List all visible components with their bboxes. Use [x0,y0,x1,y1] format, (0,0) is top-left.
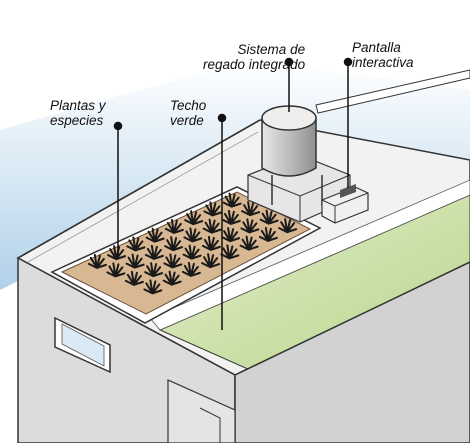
plant-icon [184,210,204,226]
plant-icon [87,253,107,269]
plant-icon [162,270,182,286]
plant-icon [144,244,164,260]
plant-icon [125,253,145,269]
label-irrigation: Sistema de regado integrado [203,42,305,72]
plant-icon [220,244,240,260]
plant-icon [164,218,184,234]
plant-icon [164,236,184,252]
plant-icon [144,262,164,278]
plant-icon [126,236,146,252]
plant-icon [182,244,202,260]
plant-icon [181,261,201,277]
plant-icon [201,253,221,269]
label-green-roof-line1: Techo [170,98,207,113]
plant-icon [278,218,298,234]
plant-icon [143,279,163,295]
plant-icon [241,201,261,217]
irrigation-pipe [315,69,470,114]
plant-icon [258,226,278,242]
plant-icon [221,209,241,225]
plant-icon [221,227,241,243]
plant-icon [240,218,260,234]
plant-icon [163,253,183,269]
plant-icon [239,235,259,251]
plant-icon [145,227,165,243]
plant-icon [203,201,223,217]
label-screen-line1: Pantalla [352,40,401,55]
plant-icon [202,218,222,234]
plant-icon [106,262,126,278]
label-irrigation-line1: Sistema de [237,42,306,57]
plant-icon [259,209,279,225]
lower-structure [167,379,236,443]
label-plants-line1: Plantas y [50,98,106,113]
plant-icon [124,270,144,286]
label-green-roof: Techo verde [170,98,206,128]
screen-panel [340,184,356,198]
plant-icon [222,192,242,208]
label-screen-line2: interactiva [352,55,414,70]
label-screen: Pantalla interactiva [352,40,414,70]
green-roof-top-band [149,179,470,331]
label-green-roof-line2: verde [170,113,204,128]
plant-icon [183,227,203,243]
plant-icon [201,235,221,251]
label-plants: Plantas y especies [50,98,106,128]
label-plants-line2: especies [50,113,104,128]
water-tank [261,117,317,177]
leader-lines [113,57,353,330]
label-irrigation-line2: regado integrado [203,57,306,72]
